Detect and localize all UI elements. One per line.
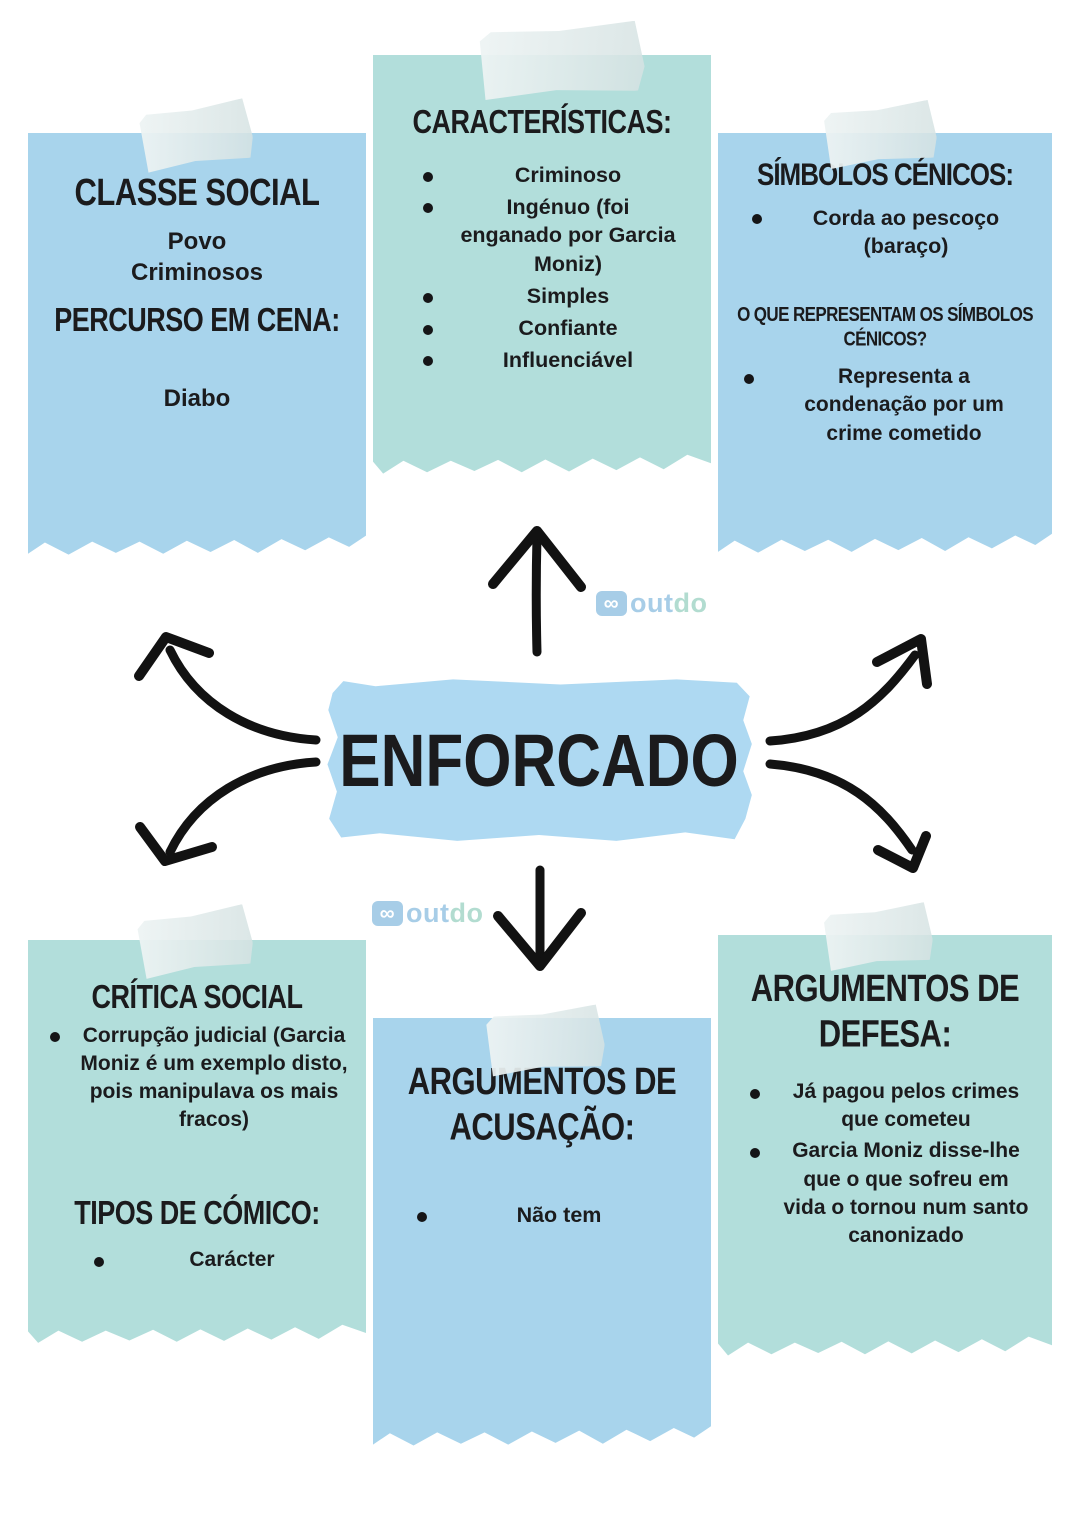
arrow-up [531,531,542,657]
note-simbolos-cenicos: SÍMBOLOS CÉNICOS: Corda ao pescoço (bara… [718,133,1052,553]
bullet-dot [752,214,762,225]
bullet-list: Representa a condenação por um crime com… [744,363,1034,447]
outdo-watermark: ∞ outdo [596,588,707,619]
arrow-right-up-head [872,634,932,689]
note-sub-lines: Diabo [44,383,350,415]
outdo-logo-icon: ∞ [372,901,403,926]
bullet-dot [94,1256,104,1267]
arrow-left-up-head [134,632,214,681]
bullet-item: Simples [423,282,683,311]
note-subtitle: TIPOS DE CÓMICO: [74,1194,320,1232]
tape [476,20,646,101]
bullet-item: Ingénuo (foi enganado por Garcia Moniz) [423,193,683,279]
bullet-dot [423,292,433,303]
bullet-text: Corda ao pescoço (baraço) [812,205,1000,259]
bullet-item: Carácter [94,1246,340,1274]
bullet-dot [423,324,433,335]
bullet-item: Garcia Moniz disse-lhe que o que sofreu … [750,1137,1032,1250]
bullet-text: Influenciável [502,347,634,372]
note-title: ARGUMENTOS DE ACUSAÇÃO: [407,1059,677,1148]
bullet-text: Ingénuo (foi enganado por Garcia Moniz) [460,194,676,277]
arrow-up-head [488,526,586,592]
outdo-watermark-text: outdo [630,588,708,618]
outdo-logo-icon: ∞ [596,591,627,616]
bullet-dot [744,373,754,384]
bullet-list: Corda ao pescoço (baraço) [752,204,1030,262]
note-argumentos-defesa: ARGUMENTOS DE DEFESA: Já pagou pelos cri… [718,935,1052,1356]
bullet-text: Representa a condenação por um crime com… [804,365,1004,445]
note-title: SÍMBOLOS CÉNICOS: [756,155,1014,193]
arrow-left-down-head [135,822,217,866]
arrow-left-down [165,757,321,857]
note-title: CRÍTICA SOCIAL [91,978,304,1016]
note-subtitle: PERCURSO EM CENA: [54,301,340,339]
text-line: Povo [167,227,227,255]
arrow-right-down [765,759,917,855]
bullet-text: Corrupção judicial (Garcia Moniz é um ex… [80,1023,348,1132]
note-subtitle: O QUE REPRESENTAM OS SÍMBOLOS CÉNICOS? [737,302,1033,351]
note-critica-social: CRÍTICA SOCIAL Corrupção judicial (Garci… [28,940,366,1343]
arrow-left-up [165,645,321,745]
center-topic-banner: ENFORCADO [327,679,752,841]
bullet-list: Corrupção judicial (Garcia Moniz é um ex… [50,1022,348,1135]
arrow-right-up [765,650,920,746]
bullet-text: Simples [526,284,610,309]
center-topic-title: ENFORCADO [339,719,739,803]
text-line: Criminosos [130,259,264,287]
bullet-dot [750,1147,760,1158]
outdo-watermark: ∞ outdo [372,898,483,929]
bullet-item: Representa a condenação por um crime com… [744,363,1034,447]
bullet-dot [417,1211,427,1222]
bullet-text: Confiante [518,315,618,340]
note-argumentos-acusacao: ARGUMENTOS DE ACUSAÇÃO: Não tem [373,1018,711,1446]
bullet-dot [423,171,433,182]
bullet-item: Confiante [423,314,683,343]
bullet-text: Criminoso [514,162,622,187]
arrow-right-down-head [873,831,931,873]
bullet-item: Já pagou pelos crimes que cometeu [750,1078,1032,1134]
bullet-item: Corda ao pescoço (baraço) [752,204,1030,262]
arrow-down-head [493,908,586,971]
bullet-text: Carácter [189,1248,275,1272]
bullet-dot [423,203,433,214]
bullet-text: Não tem [516,1203,602,1228]
bullet-text: Já pagou pelos crimes que cometeu [792,1080,1020,1132]
outdo-watermark-text: outdo [406,898,484,928]
bullet-dot [750,1088,760,1099]
note-title: ARGUMENTOS DE DEFESA: [750,966,1020,1055]
bullet-item: Influenciável [423,346,683,375]
bullet-list: Carácter [94,1246,340,1274]
text-line: Diabo [163,384,231,412]
note-title: CARACTERÍSTICAS: [412,103,673,141]
bullet-text: Garcia Moniz disse-lhe que o que sofreu … [783,1139,1029,1247]
bullet-dot [50,1032,60,1043]
note-title: CLASSE SOCIAL [74,170,320,214]
bullet-list: Não tem [417,1201,671,1230]
bullet-item: Criminoso [423,161,683,190]
bullet-item: Não tem [417,1201,671,1230]
bullet-dot [423,356,433,367]
bullet-item: Corrupção judicial (Garcia Moniz é um ex… [50,1022,348,1135]
